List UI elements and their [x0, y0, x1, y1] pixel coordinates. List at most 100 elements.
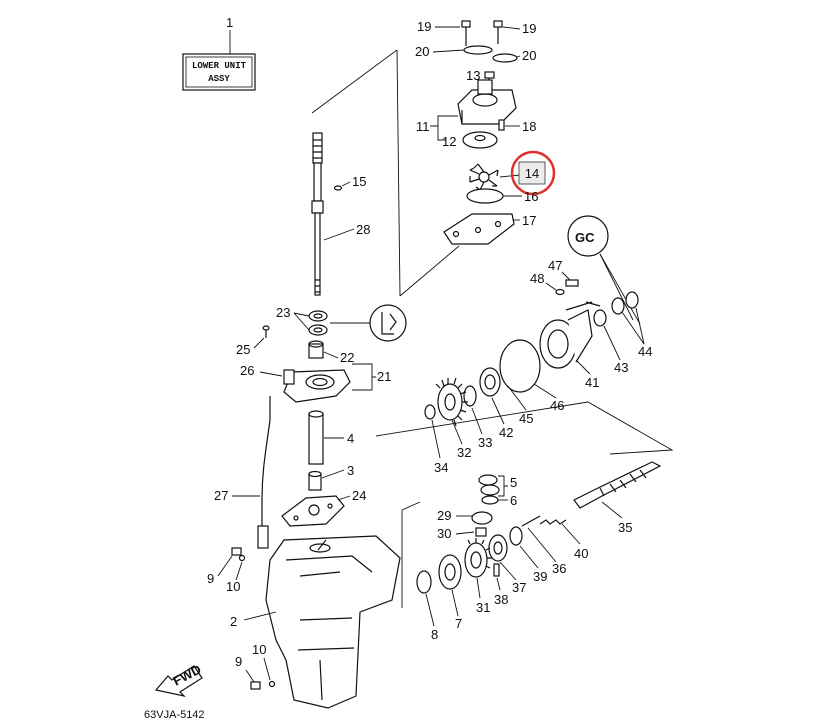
water-pump-group: 19 19 20 20 13 11 12 18: [415, 19, 556, 245]
pinion-29: [471, 511, 493, 525]
plate-washer-20-right: [492, 53, 518, 63]
callout-47: 47: [548, 258, 562, 273]
callout-27: 27: [214, 488, 228, 503]
callout-11: 11: [416, 119, 430, 134]
shift-rod-27: 27: [214, 396, 271, 549]
callout-37: 37: [512, 580, 526, 595]
forward-gear-31: [464, 538, 492, 578]
callout-36: 36: [552, 561, 566, 576]
plate-washer-20-left: [463, 45, 493, 55]
bolt-19-left: [461, 20, 471, 46]
callout-28: 28: [356, 222, 370, 237]
callout-21: 21: [377, 369, 391, 384]
shim-8: [416, 570, 432, 594]
callout-5: 5: [510, 475, 517, 490]
callout-15: 15: [352, 174, 366, 189]
callout-10b: 10: [252, 642, 266, 657]
spring-40: [539, 519, 567, 525]
callout-22: 22: [340, 350, 354, 365]
callout-19b: 19: [522, 21, 536, 36]
tapered-bearing-7: [438, 554, 462, 590]
callout-16: 16: [524, 189, 538, 204]
pin-25: [262, 325, 270, 331]
callout-12: 12: [442, 134, 456, 149]
o-ring-46: [499, 339, 541, 393]
callout-41: 41: [585, 375, 599, 390]
title-line-1: LOWER UNIT: [192, 61, 247, 71]
callout-4: 4: [347, 431, 354, 446]
impeller-14: [469, 163, 499, 191]
propeller-shaft-housing-41: [539, 301, 601, 369]
callout-8: 8: [431, 627, 438, 642]
fastener-group-9-10: 9 10 9 10: [207, 547, 276, 690]
callout-20a: 20: [415, 44, 429, 59]
bolt-19-right: [493, 20, 503, 44]
callout-35: 35: [618, 520, 632, 535]
water-tube-group: 4 3 24: [281, 410, 366, 527]
callout-18: 18: [522, 119, 536, 134]
callout-43: 43: [614, 360, 628, 375]
callout-45: 45: [519, 411, 533, 426]
callout-39: 39: [533, 569, 547, 584]
oil-seal-6: [481, 495, 499, 505]
dog-clutch-37: [488, 534, 508, 562]
title-line-2: ASSY: [208, 74, 230, 84]
gc-badge-icon: [567, 215, 609, 257]
callout-20b: 20: [522, 48, 536, 63]
callout-32: 32: [457, 445, 471, 460]
title-box: 1 LOWER UNIT ASSY: [182, 15, 256, 91]
callout-23: 23: [276, 305, 290, 320]
fwd-arrow: FWD: [154, 662, 204, 698]
pump-housing-11: [457, 79, 517, 125]
water-tube-4: [308, 413, 324, 465]
callout-3: 3: [347, 463, 354, 478]
drive-shaft-28: [311, 132, 324, 296]
oil-seal-group-23: 23: [276, 304, 407, 342]
ball-bearing-42: [479, 367, 501, 397]
bushing-22: [308, 343, 324, 359]
highlight-marker-14: 14: [510, 150, 556, 196]
callout-7: 7: [455, 616, 462, 631]
callout-13: 13: [466, 68, 480, 83]
shift-plunger-36: [521, 515, 541, 527]
callout-48: 48: [530, 271, 544, 286]
drive-shaft-group: 15 28: [311, 49, 460, 297]
callout-34: 34: [434, 460, 448, 475]
reverse-gear-group: GC 47 48 43 44 41 46 45: [375, 215, 674, 475]
washer-48: [555, 288, 565, 296]
callout-30: 30: [437, 526, 451, 541]
callout-25: 25: [236, 342, 250, 357]
shim-33: [463, 385, 477, 407]
cross-pin-38: [493, 563, 500, 577]
needle-bearing-5: [478, 474, 498, 486]
callout-26: 26: [240, 363, 254, 378]
callout-44: 44: [638, 344, 652, 359]
callout-19a: 19: [417, 19, 431, 34]
callout-24: 24: [352, 488, 366, 503]
clip-39: [509, 526, 523, 546]
callout-9b: 9: [235, 654, 242, 669]
propeller-shaft-35: [573, 461, 662, 509]
washer-34: [424, 404, 436, 420]
callout-40: 40: [574, 546, 588, 561]
reverse-gear-32: [435, 377, 468, 427]
gasket-24: [281, 495, 345, 527]
seal-detail-circle: [369, 304, 407, 342]
callout-1: 1: [226, 15, 233, 30]
callout-38: 38: [494, 592, 508, 607]
oil-seal-44: [625, 291, 639, 309]
callout-9a: 9: [207, 571, 214, 586]
callout-14: 14: [525, 166, 539, 181]
callout-6: 6: [510, 493, 517, 508]
gc-label: GC: [575, 230, 595, 245]
drawing-code: 63VJA-5142: [144, 709, 205, 721]
callout-46: 46: [550, 398, 564, 413]
callout-2: 2: [230, 614, 237, 629]
callout-33: 33: [478, 435, 492, 450]
callout-29: 29: [437, 508, 451, 523]
housing-group-21: 22 21 25 26: [236, 325, 391, 403]
gasket-16: [466, 188, 504, 204]
bolt-13: [484, 71, 495, 79]
